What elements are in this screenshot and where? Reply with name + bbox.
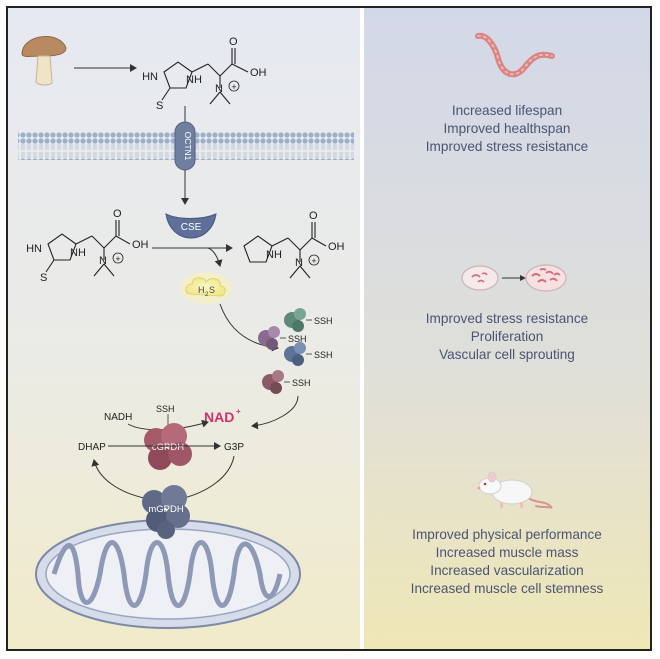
ergo2-nh: NH [70,247,86,259]
nad-label: NAD [204,409,234,425]
svg-text:CSE: CSE [181,222,202,233]
svg-text:cGPDH: cGPDH [152,442,184,453]
svg-text:2: 2 [205,292,209,298]
h2s-cloud-icon: H 2 S [180,272,232,304]
mouse-outcomes: Improved physical performance Increased … [364,526,650,598]
ergo2-oh: OH [132,239,149,251]
mitochondrion-icon [35,519,301,629]
protein-icon: SSH [284,342,333,366]
hercynine-structure [243,222,327,279]
octn1-transporter: OCTN1 [174,121,196,171]
enzyme-cse-icon: CSE [165,213,217,239]
ergo-nh: NH [186,74,202,86]
ergothioneine-structure-cyto [45,220,131,277]
figure-frame: Increased lifespan Improved healthspan I… [6,6,652,651]
hercynine-plus: + [311,256,316,266]
svg-text:SSH: SSH [314,350,333,360]
svg-text:mGPDH: mGPDH [148,504,184,515]
mouse-outcome-4: Increased muscle cell stemness [410,581,604,596]
cell-outcome-1: Improved stress resistance [425,311,589,326]
ergo2-n: N [99,255,107,267]
mouse-outcome-1: Improved physical performance [412,527,602,542]
protein-icon: SSH [284,308,333,332]
nad-plus: + [236,407,241,416]
worm-outcome-3: Improved stress resistance [425,139,589,154]
worm-outcome-2: Improved healthspan [443,121,571,136]
svg-text:SSH: SSH [314,316,333,326]
petri-dish-icon [461,264,567,292]
pathway-diagram: HN NH S O OH N + OCTN1 HN NH [18,36,354,629]
nadh-label: NADH [104,412,132,423]
cell-outcome-3: Vascular cell sprouting [439,347,575,362]
mouse-outcome-2: Increased muscle mass [435,545,579,560]
cgpdh-ssh: SSH [156,404,175,414]
mouse-icon [477,471,553,509]
ergo-hn: HN [142,71,158,83]
ergo2-o: O [113,208,122,220]
svg-text:OCTN1: OCTN1 [183,132,193,161]
ergo-n: N [215,83,223,95]
hercynine-oh: OH [328,241,345,253]
svg-text:H: H [198,285,205,295]
mgpdh-enzyme-icon: mGPDH [142,485,190,539]
ergo-s: S [156,100,163,112]
ergo2-s: S [40,272,47,284]
cell-outcomes: Improved stress resistance Proliferation… [364,310,650,364]
ergo-o: O [229,36,238,48]
protein-icon: SSH [262,370,311,394]
ergo-oh: OH [250,67,267,79]
g3p-label: G3P [224,442,244,453]
mouse-outcome-3: Increased vascularization [430,563,584,578]
hercynine-n: N [295,257,303,269]
hercynine-nh: NH [266,249,282,261]
ergo2-plus: + [115,254,120,264]
svg-text:SSH: SSH [288,334,307,344]
ergo-plus: + [231,82,236,92]
worm-outcomes: Increased lifespan Improved healthspan I… [364,102,650,156]
worm-outcome-1: Increased lifespan [451,103,563,118]
ergothioneine-structure-top [161,48,249,105]
ergo2-hn: HN [26,243,42,255]
mushroom-icon [21,36,67,86]
worm-icon [475,32,555,78]
panel-divider [360,8,364,649]
outcomes-panel: Increased lifespan Improved healthspan I… [364,8,650,649]
cell-outcome-2: Proliferation [470,329,544,344]
dhap-label: DHAP [78,442,106,453]
svg-text:SSH: SSH [292,378,311,388]
protein-icon: SSH [258,326,307,350]
hercynine-o: O [309,210,318,222]
svg-text:S: S [209,285,215,295]
